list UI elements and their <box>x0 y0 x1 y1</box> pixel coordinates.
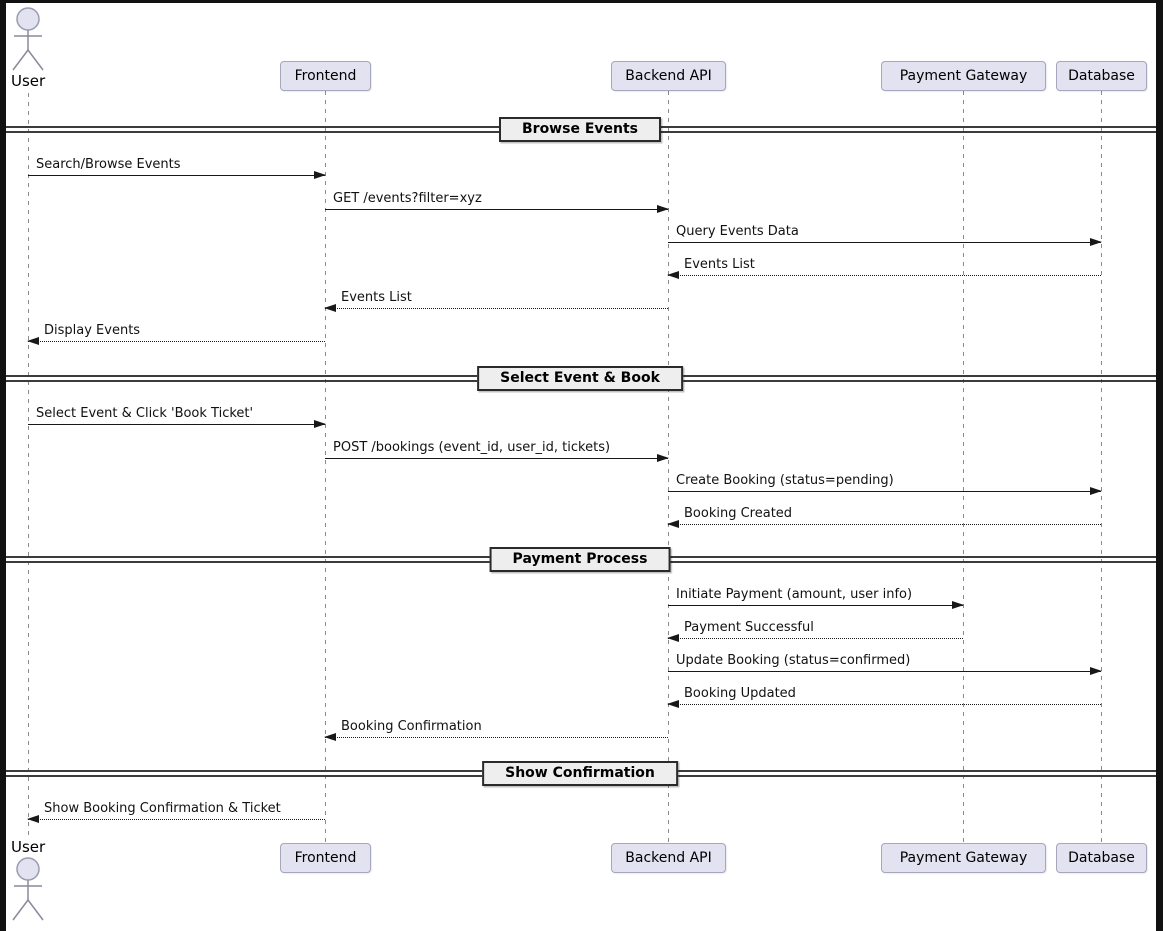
screenshot-frame-right <box>1156 0 1163 931</box>
message-select-event-click-book: Select Event & Click 'Book Ticket' <box>28 406 326 428</box>
message-payment-successful: Payment Successful <box>667 620 963 642</box>
participant-frontend-bottom: Frontend <box>280 843 371 873</box>
divider-show-confirmation: Show Confirmation <box>0 761 1163 786</box>
message-line <box>325 205 669 213</box>
message-line <box>668 487 1102 495</box>
lifeline-database <box>1101 91 1102 843</box>
arrowhead-left-icon <box>667 634 679 642</box>
message-label: Payment Successful <box>684 620 814 635</box>
message-line <box>325 454 669 462</box>
message-line <box>667 634 963 642</box>
divider-payment-process: Payment Process <box>0 547 1163 572</box>
message-show-booking-confirmation: Show Booking Confirmation & Ticket <box>27 801 325 823</box>
arrowhead-right-icon <box>657 454 669 462</box>
actor-label-user-bottom: User <box>11 838 46 856</box>
message-line <box>28 171 326 179</box>
message-line <box>28 420 326 428</box>
divider-label: Show Confirmation <box>482 761 678 786</box>
message-label: Show Booking Confirmation & Ticket <box>44 801 281 816</box>
arrowhead-right-icon <box>657 205 669 213</box>
message-update-booking: Update Booking (status=confirmed) <box>668 653 1102 675</box>
message-label: Select Event & Click 'Book Ticket' <box>36 406 254 421</box>
message-events-list-backend: Events List <box>324 290 668 312</box>
message-line <box>667 520 1101 528</box>
arrowhead-right-icon <box>1090 487 1102 495</box>
message-booking-updated: Booking Updated <box>667 686 1101 708</box>
lifeline-frontend <box>325 91 326 843</box>
message-post-bookings: POST /bookings (event_id, user_id, ticke… <box>325 440 669 462</box>
arrowhead-right-icon <box>952 601 964 609</box>
message-line <box>668 238 1102 246</box>
message-line <box>27 337 325 345</box>
message-line <box>667 271 1101 279</box>
message-label: Booking Updated <box>684 686 796 701</box>
user-actor-icon <box>12 857 44 921</box>
arrowhead-left-icon <box>324 733 336 741</box>
lifeline-backend-api <box>668 91 669 843</box>
message-line <box>324 304 668 312</box>
message-label: Booking Confirmation <box>341 719 482 734</box>
screenshot-frame-top <box>0 0 1163 3</box>
divider-label: Payment Process <box>489 547 671 572</box>
message-get-events: GET /events?filter=xyz <box>325 191 669 213</box>
arrowhead-right-icon <box>314 171 326 179</box>
message-line <box>27 815 325 823</box>
participant-backend-api-top: Backend API <box>611 61 726 91</box>
message-line <box>667 700 1101 708</box>
message-label: Display Events <box>44 323 141 338</box>
arrowhead-left-icon <box>324 304 336 312</box>
message-booking-created: Booking Created <box>667 506 1101 528</box>
actor-label-user-top: User <box>11 72 46 90</box>
participant-database-bottom: Database <box>1056 843 1147 873</box>
message-label: Booking Created <box>684 506 793 521</box>
arrowhead-right-icon <box>314 420 326 428</box>
user-actor-icon <box>12 7 44 71</box>
arrowhead-right-icon <box>1090 238 1102 246</box>
participant-payment-gateway-top: Payment Gateway <box>881 61 1046 91</box>
message-create-booking: Create Booking (status=pending) <box>668 473 1102 495</box>
arrowhead-right-icon <box>1090 667 1102 675</box>
participant-payment-gateway-bottom: Payment Gateway <box>881 843 1046 873</box>
screenshot-frame-left <box>0 0 6 931</box>
arrowhead-left-icon <box>27 337 39 345</box>
message-booking-confirmation: Booking Confirmation <box>324 719 668 741</box>
divider-label: Select Event & Book <box>477 366 683 391</box>
message-label: Query Events Data <box>676 224 799 239</box>
arrowhead-left-icon <box>667 700 679 708</box>
arrowhead-left-icon <box>667 520 679 528</box>
arrowhead-left-icon <box>667 271 679 279</box>
message-label: Initiate Payment (amount, user info) <box>676 587 913 602</box>
message-label: GET /events?filter=xyz <box>333 191 482 206</box>
message-search-browse-events: Search/Browse Events <box>28 157 326 179</box>
message-line <box>668 667 1102 675</box>
message-line <box>668 601 964 609</box>
participant-frontend-top: Frontend <box>280 61 371 91</box>
lifeline-user <box>28 93 29 838</box>
participant-backend-api-bottom: Backend API <box>611 843 726 873</box>
participant-database-top: Database <box>1056 61 1147 91</box>
message-label: Events List <box>341 290 412 305</box>
message-label: Create Booking (status=pending) <box>676 473 894 488</box>
arrowhead-left-icon <box>27 815 39 823</box>
divider-select-event-book: Select Event & Book <box>0 366 1163 391</box>
lifeline-payment-gateway <box>963 91 964 843</box>
message-events-list-db: Events List <box>667 257 1101 279</box>
divider-browse-events: Browse Events <box>0 117 1163 142</box>
message-display-events: Display Events <box>27 323 325 345</box>
message-label: POST /bookings (event_id, user_id, ticke… <box>333 440 611 455</box>
message-initiate-payment: Initiate Payment (amount, user info) <box>668 587 964 609</box>
message-label: Search/Browse Events <box>36 157 181 172</box>
message-label: Update Booking (status=confirmed) <box>676 653 911 668</box>
message-label: Events List <box>684 257 755 272</box>
message-query-events-data: Query Events Data <box>668 224 1102 246</box>
divider-label: Browse Events <box>498 117 662 142</box>
message-line <box>324 733 668 741</box>
